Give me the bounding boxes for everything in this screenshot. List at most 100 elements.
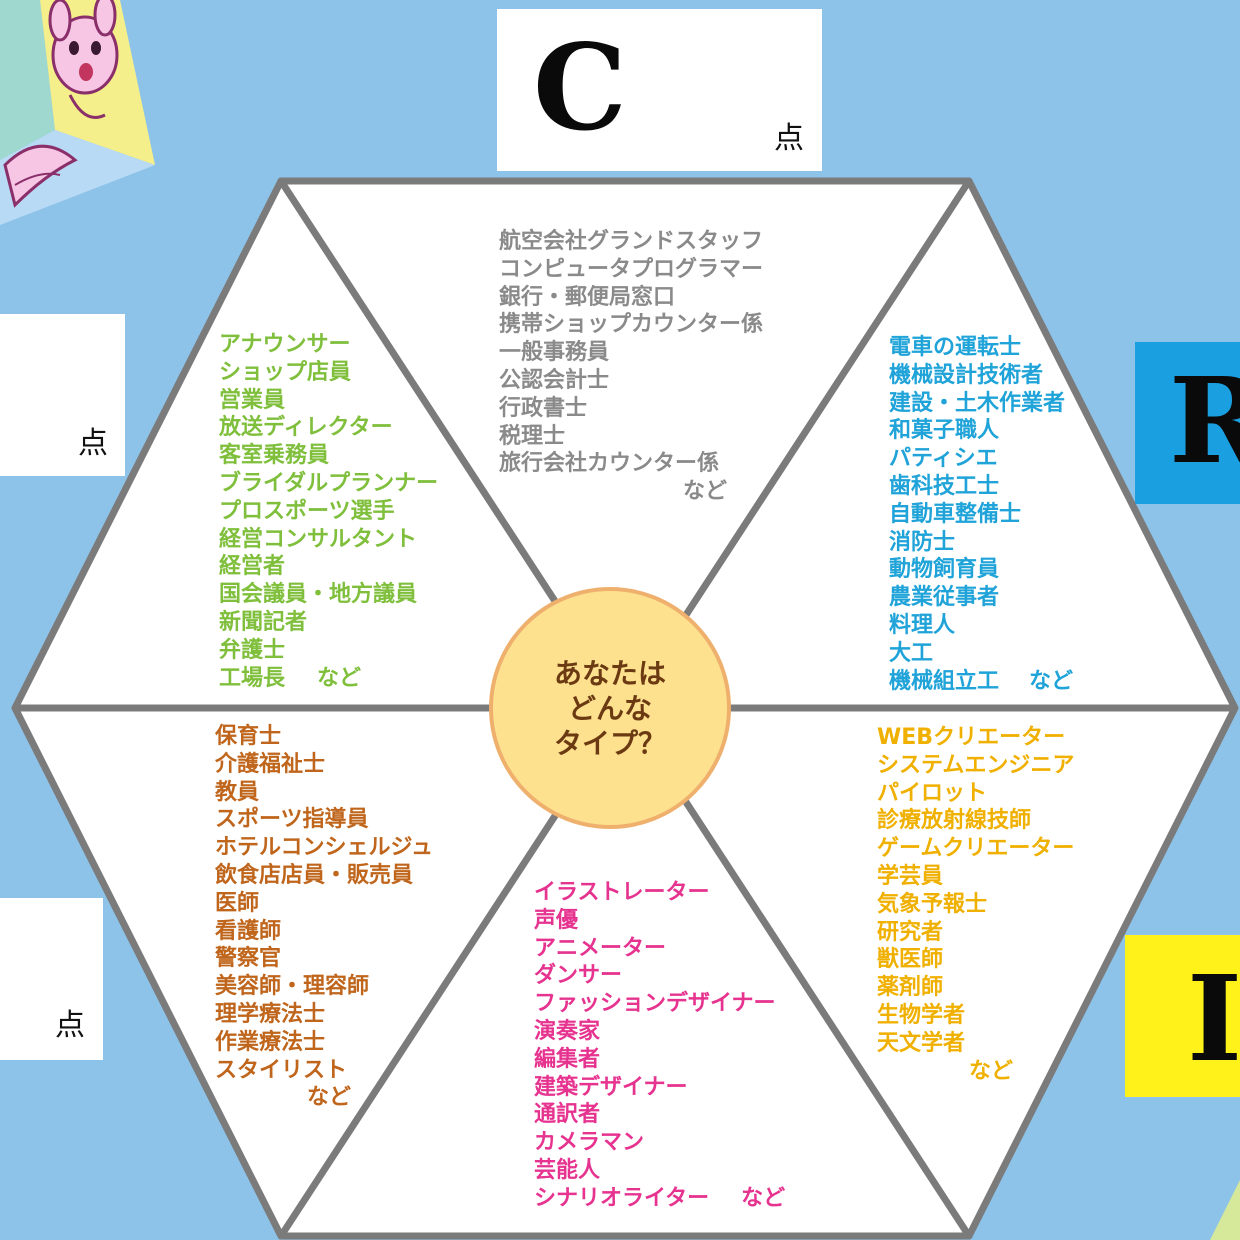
character-wing-icon (3, 144, 78, 208)
center-line-1: あなたは (553, 656, 666, 690)
list-item: 消防士 (889, 529, 956, 555)
s-score-unit: 点 (55, 1008, 85, 1043)
list-item: 芸能人 (534, 1157, 601, 1183)
list-item: 携帯ショップカウンター係 (499, 312, 764, 338)
center-line-2: どんな (567, 691, 652, 725)
list-item: 放送ディレクター (219, 415, 393, 441)
list-item: 美容師・理容師 (215, 974, 370, 1000)
list-item: 電車の運転士 (889, 335, 1022, 360)
list-item: 航空会社グランドスタッフ (499, 229, 764, 254)
e-type-job-list: アナウンサー ショップ店員 営業員 放送ディレクター 客室乗務員 ブライダルプラ… (219, 331, 438, 692)
i-type-job-list: WEBクリエーター システムエンジニア パイロット 診療放射線技師 ゲームクリエ… (877, 724, 1074, 1085)
list-item: 作業療法士 (215, 1029, 326, 1055)
list-item: 介護福祉士 (215, 751, 326, 777)
list-item: 公認会計士 (499, 367, 610, 393)
list-item: 銀行・郵便局窓口 (499, 284, 676, 310)
list-item: 通訳者 (534, 1102, 601, 1128)
list-item: ブライダルプランナー (219, 470, 439, 496)
list-item: 自動車整備士 (889, 501, 1022, 527)
r-type-badge: R (1135, 342, 1240, 504)
list-item: 一般事務員 (499, 340, 610, 366)
list-item: 生物学者 (877, 1002, 966, 1028)
center-circle (489, 587, 731, 829)
list-item: ファッションデザイナー (534, 991, 776, 1017)
a-type-job-list: イラストレーター 声優 アニメーター ダンサー ファッションデザイナー 演奏家 … (534, 879, 785, 1213)
list-item-last-label: シナリオライター (534, 1185, 710, 1211)
cube-left-face (0, 0, 55, 160)
list-item: 行政書士 (499, 395, 588, 421)
list-item: スポーツ指導員 (215, 807, 369, 833)
list-item-last-label: 機械組立工 (889, 668, 1000, 694)
list-item: ゲームクリエーター (877, 836, 1075, 862)
list-item: 和菓子職人 (889, 418, 1000, 444)
character-face-icon (48, 0, 119, 119)
list-etc: など (317, 665, 362, 691)
list-item: 新聞記者 (219, 609, 308, 635)
s-type-job-list: 保育士 介護福祉士 教員 スポーツ指導員 ホテルコンシェルジュ 飲食店店員・販売… (215, 723, 433, 1112)
c-score-box[interactable]: C 点 (497, 9, 822, 171)
list-item: 国会議員・地方議員 (219, 582, 418, 608)
list-item: コンピュータプログラマー (499, 256, 764, 282)
list-item: 経営者 (219, 554, 286, 580)
list-item: スタイリスト (215, 1057, 348, 1083)
corner-decoration (1210, 1180, 1240, 1240)
list-item: 客室乗務員 (219, 443, 330, 469)
i-type-badge: I (1125, 935, 1240, 1097)
list-item: 薬剤師 (877, 975, 944, 1001)
list-item: 教員 (215, 779, 260, 805)
list-item-last: 工場長 など (219, 665, 438, 693)
list-item: ショップ店員 (219, 359, 352, 385)
list-item: アナウンサー (219, 332, 351, 357)
list-item: 建設・土木作業者 (889, 390, 1066, 416)
e-score-box[interactable]: 点 (0, 314, 125, 476)
c-type-job-list: 航空会社グランドスタッフ コンピュータプログラマー 銀行・郵便局窓口 携帯ショッ… (499, 228, 763, 506)
list-item: 天文学者 (877, 1030, 966, 1056)
list-item: 大工 (889, 640, 934, 666)
list-item: 声優 (534, 907, 579, 933)
list-item-last: 機械組立工 など (889, 668, 1073, 696)
list-item: アニメーター (534, 935, 667, 961)
center-question: あなたは どんな タイプ？ (490, 598, 730, 818)
list-item: ダンサー (534, 963, 623, 989)
list-etc: など (307, 1085, 352, 1111)
list-item: 営業員 (219, 387, 286, 413)
e-score-unit: 点 (78, 426, 108, 461)
list-item: 気象予報士 (877, 891, 988, 917)
r-type-letter: R (1169, 351, 1240, 490)
list-etc: など (969, 1058, 1014, 1084)
list-item: 料理人 (889, 612, 956, 638)
center-line-3: タイプ？ (553, 726, 666, 760)
list-item: WEBクリエーター (877, 725, 1066, 750)
list-item-last: シナリオライター など (534, 1185, 785, 1213)
list-item: 診療放射線技師 (877, 808, 1032, 834)
list-item: 獣医師 (877, 947, 944, 973)
c-type-letter: C (533, 18, 627, 157)
list-item-last-label: 工場長 (219, 665, 286, 691)
list-item: 動物飼育員 (889, 557, 1000, 583)
list-item: 税理士 (499, 423, 566, 449)
list-item: イラストレーター (534, 880, 710, 905)
s-score-box[interactable]: 点 (0, 898, 103, 1060)
list-item: パティシエ (889, 446, 998, 472)
list-item: ホテルコンシェルジュ (215, 835, 434, 861)
list-item: カメラマン (534, 1130, 645, 1156)
list-item: 看護師 (215, 918, 282, 944)
list-item: 飲食店店員・販売員 (215, 862, 414, 888)
list-etc: など (741, 1185, 786, 1211)
list-item: 医師 (215, 890, 260, 916)
list-item: 編集者 (534, 1046, 601, 1072)
list-item: 弁護士 (219, 637, 286, 663)
list-item: 学芸員 (877, 863, 944, 889)
character-cube-illustration (0, 0, 155, 225)
list-item: 理学療法士 (215, 1001, 326, 1027)
list-item: 保育士 (215, 724, 282, 749)
list-item: 旅行会社カウンター係 (499, 451, 720, 477)
list-item: 研究者 (877, 919, 944, 945)
list-etc: など (1029, 668, 1074, 694)
list-item: 経営コンサルタント (219, 526, 418, 552)
list-item: プロスポーツ選手 (219, 498, 395, 524)
list-item: 警察官 (215, 946, 282, 972)
list-item: 農業従事者 (889, 585, 1000, 611)
list-item: 歯科技工士 (889, 473, 1000, 499)
